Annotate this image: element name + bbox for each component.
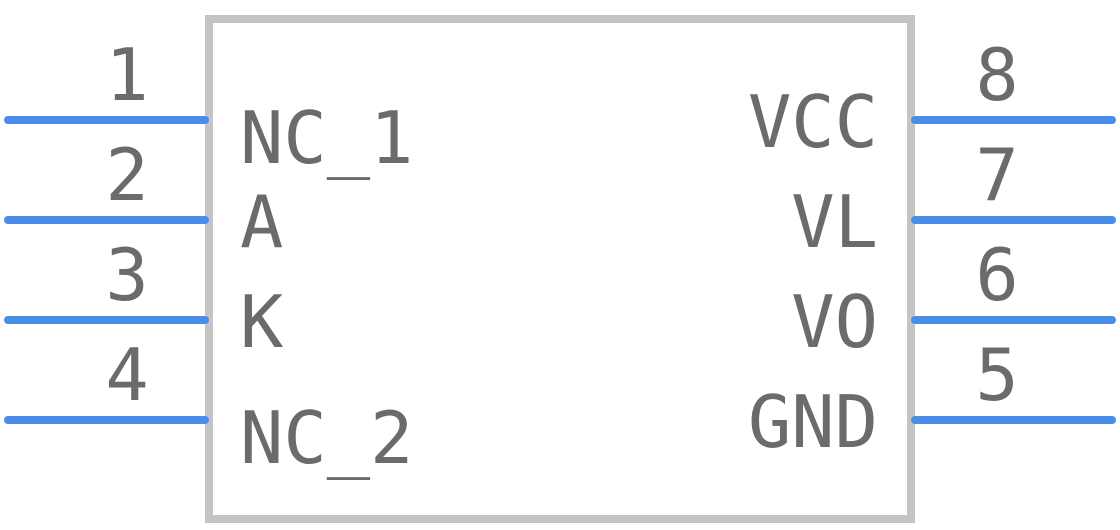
pin-4-name: NC_2 xyxy=(240,396,413,480)
pin-2-number: 2 xyxy=(105,133,148,217)
pin-6-number: 6 xyxy=(975,233,1018,317)
pin-8-number: 8 xyxy=(975,33,1018,117)
pin-5-number: 5 xyxy=(975,333,1018,417)
pin-3-name: K xyxy=(240,280,284,364)
pin-7-name: VL xyxy=(791,180,878,264)
pin-5-name: GND xyxy=(748,380,878,464)
pin-1-number: 1 xyxy=(105,33,148,117)
pin-2-name: A xyxy=(240,180,283,264)
component-body xyxy=(205,15,915,523)
pin-6-name: VO xyxy=(791,280,878,364)
pin-7-number: 7 xyxy=(975,133,1018,217)
pin-1-name: NC_1 xyxy=(240,96,413,180)
pin-3-number: 3 xyxy=(105,233,148,317)
pin-4-number: 4 xyxy=(105,333,148,417)
pin-8-name: VCC xyxy=(748,80,878,164)
